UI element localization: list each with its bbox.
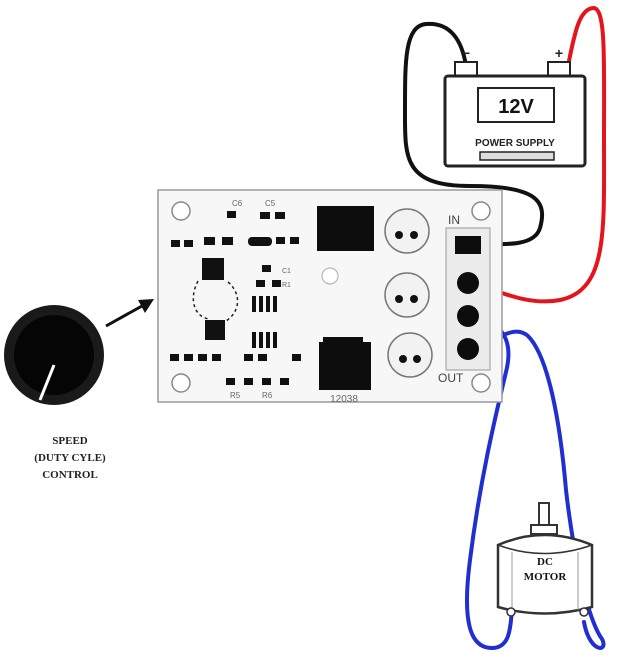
- battery-base-strip: [479, 151, 555, 161]
- smd-part: [276, 237, 285, 244]
- battery-voltage-label: 12V: [498, 96, 534, 118]
- motor-wire-a: [464, 316, 514, 650]
- knob-caption-line-3: CONTROL: [42, 469, 98, 481]
- smd-part: [222, 237, 233, 245]
- motor-label-line-1: DC: [537, 556, 553, 568]
- component-label: R5: [230, 391, 241, 400]
- smd-part: [198, 354, 207, 361]
- motor-terminal: [579, 607, 589, 617]
- mosfet: [319, 342, 371, 390]
- terminal-in-negative: [455, 236, 481, 254]
- smd-part: [227, 211, 236, 218]
- component-label: C1: [282, 268, 291, 275]
- smd-part: [248, 237, 272, 246]
- component-label: R1: [282, 282, 291, 289]
- knob-caption-line-2: (DUTY CYLE): [34, 452, 106, 464]
- board-in-label: IN: [448, 213, 460, 227]
- component-label: C5: [265, 199, 276, 208]
- ic-chip: [202, 258, 224, 280]
- smd-part: [244, 378, 253, 385]
- board-out-label: OUT: [438, 371, 464, 385]
- mosfet-tab: [323, 337, 363, 343]
- smd-part: [262, 378, 271, 385]
- mount-hole: [171, 373, 191, 393]
- speed-knob: [4, 305, 104, 405]
- battery-minus-symbol: −: [462, 45, 470, 61]
- pcb-trace: [192, 280, 239, 322]
- board-model-label: 12038: [330, 394, 358, 405]
- smd-part: [256, 280, 265, 287]
- battery-minus-post: [454, 61, 478, 77]
- smd-part: [184, 354, 193, 361]
- component-label: C6: [232, 199, 243, 208]
- smd-part: [226, 378, 235, 385]
- terminal-out-a: [457, 305, 479, 327]
- dc-motor: DC MOTOR: [496, 502, 594, 617]
- knob-caption-line-1: SPEED: [52, 435, 88, 447]
- smd-part: [171, 240, 180, 247]
- smd-part: [204, 237, 215, 245]
- motor-wire-b: [472, 329, 606, 650]
- component-label: R6: [262, 391, 273, 400]
- ic-chip: [205, 320, 225, 340]
- battery-caption: POWER SUPPLY: [475, 138, 555, 149]
- motor-body: [496, 533, 594, 615]
- motor-collar: [530, 524, 558, 535]
- smd-part: [260, 212, 270, 219]
- test-pad: [321, 267, 339, 285]
- terminal-in-positive: [457, 272, 479, 294]
- mount-hole: [471, 373, 491, 393]
- arrow-knob-to-board: [105, 299, 154, 328]
- battery: − + 12V POWER SUPPLY: [443, 45, 587, 168]
- negative-wire: [402, 21, 545, 247]
- capacitor: [384, 208, 430, 254]
- smd-part: [170, 354, 179, 361]
- mount-hole: [471, 201, 491, 221]
- smd-part: [290, 237, 299, 244]
- smd-part: [184, 240, 193, 247]
- capacitor: [384, 272, 430, 318]
- battery-plus-post: [547, 61, 571, 77]
- capacitor: [387, 332, 433, 378]
- motor-label-line-2: MOTOR: [524, 571, 568, 583]
- smd-part: [258, 354, 267, 361]
- positive-wire: [474, 6, 607, 304]
- wires: [402, 6, 607, 650]
- knob-inner: [14, 315, 94, 395]
- battery-plus-symbol: +: [555, 45, 563, 61]
- smd-part: [244, 354, 253, 361]
- pwm-board: IN OUT 12038: [157, 189, 503, 405]
- smd-part: [275, 212, 285, 219]
- mosfet: [317, 206, 374, 251]
- smd-part: [280, 378, 289, 385]
- smd-part: [262, 265, 271, 272]
- resistor-array: [252, 296, 277, 348]
- smd-part: [212, 354, 221, 361]
- battery-label-box: [477, 87, 555, 123]
- motor-terminal: [506, 607, 516, 617]
- smd-part: [272, 280, 281, 287]
- knob-pointer: [38, 364, 56, 401]
- terminal-out-b: [457, 338, 479, 360]
- motor-top-edge: [497, 544, 593, 555]
- smd-part: [292, 354, 301, 361]
- mount-hole: [171, 201, 191, 221]
